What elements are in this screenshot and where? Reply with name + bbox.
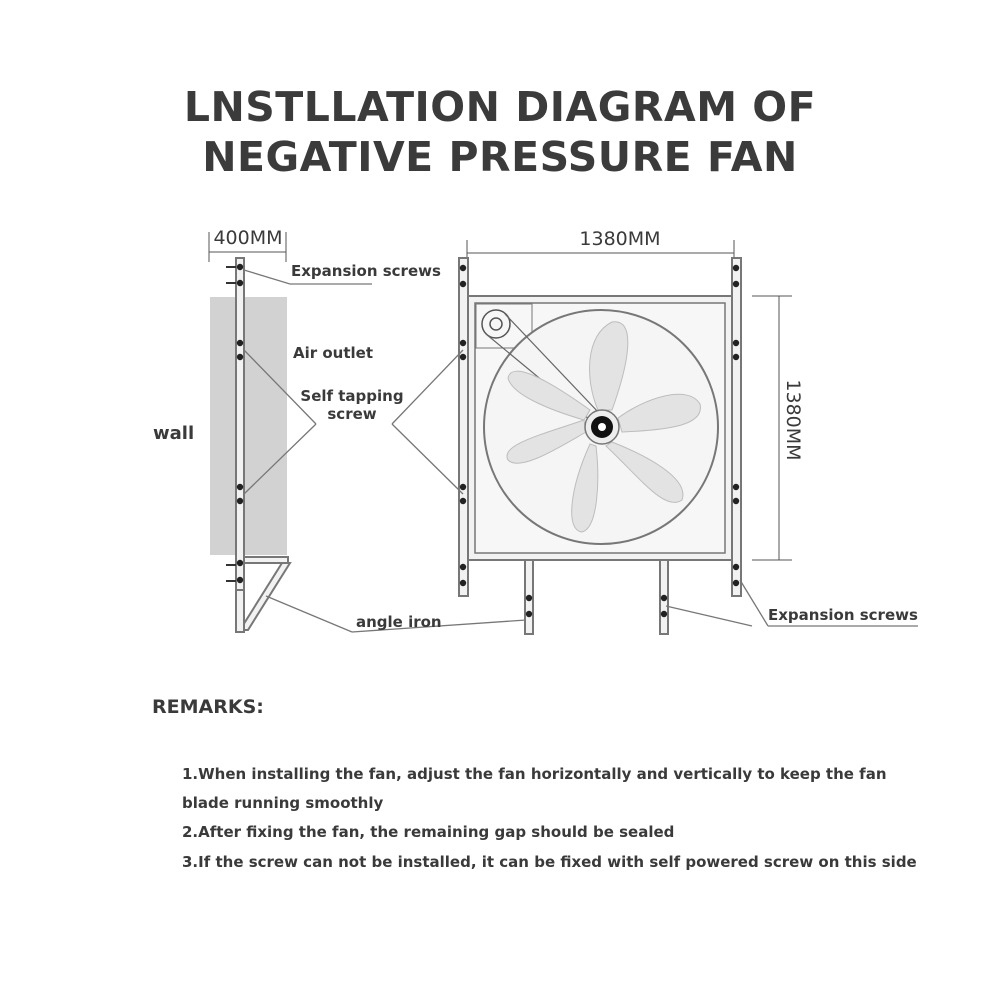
side-bolts [236,263,244,584]
diagram-title: LNSTLLATION DIAGRAM OF NEGATIVE PRESSURE… [0,82,1000,182]
dim-side-width: 400MM [213,227,282,249]
front-post-left [458,257,469,597]
fan-blades [506,321,701,533]
remark-1-line-2: blade running smoothly [182,794,384,812]
side-expansion-screws [226,266,236,582]
front-post-right [731,257,742,597]
remark-1-line-1: 1.When installing the fan, adjust the fa… [182,765,887,783]
remark-2: 2.After fixing the fan, the remaining ga… [182,823,675,841]
angle-iron-bracket [238,556,292,631]
label-air-outlet: Air outlet [293,344,373,362]
title-line-1: LNSTLLATION DIAGRAM OF [183,83,817,131]
label-self-tapping-line2: screw [327,405,376,423]
pulley-hub [489,317,503,331]
dim-front-height: 1380MM [782,379,804,460]
leader-lines [243,269,918,633]
wall-block [210,297,287,555]
angle-iron-foot [235,589,245,633]
label-angle-iron: angle iron [356,613,442,631]
remark-3: 3.If the screw can not be installed, it … [182,853,917,871]
label-wall: wall [153,423,194,444]
label-expansion-screws-top: Expansion screws [291,262,441,280]
dim-front-width: 1380MM [579,228,660,250]
side-width-dimension [208,232,287,262]
label-self-tapping-line1: Self tapping [300,387,403,405]
remarks-heading: REMARKS: [152,696,264,718]
fan-hub-center [598,423,606,431]
front-height-dimension [752,295,792,561]
title-line-2: NEGATIVE PRESSURE FAN [202,133,798,181]
label-expansion-screws-bottom: Expansion screws [768,606,918,624]
front-bolts [459,264,740,618]
side-mounting-bar [235,257,245,597]
